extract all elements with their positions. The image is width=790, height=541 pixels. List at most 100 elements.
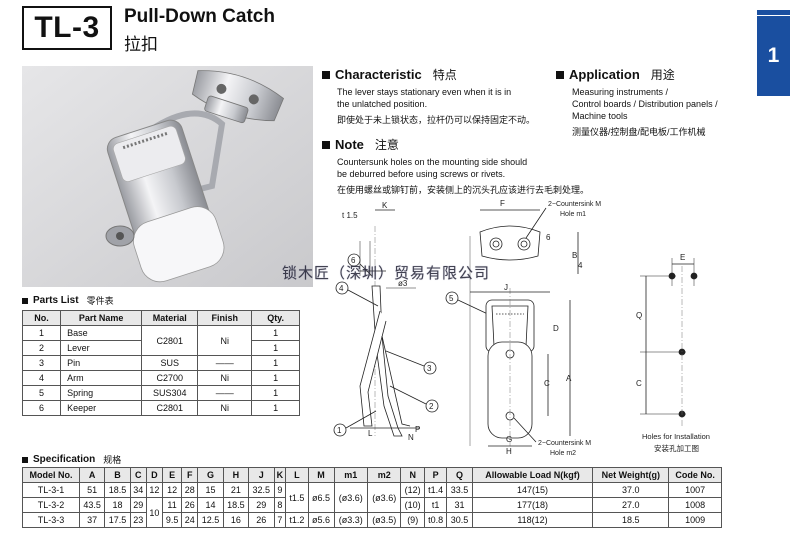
section-marker [22, 456, 28, 463]
cell: 12 [161, 482, 183, 498]
dim-t15: t 1.5 [342, 211, 358, 220]
cell-name: Pin [60, 355, 143, 371]
cell-finish: —— [197, 355, 253, 371]
dim-four: 4 [578, 261, 583, 270]
cell: ø6.5 [307, 482, 335, 513]
cell-name: Arm [60, 370, 143, 386]
col-header: P [423, 467, 448, 483]
note-line: Countersunk holes on the mounting side s… [337, 157, 528, 167]
cell: 18.5 [222, 497, 250, 513]
cell: (12) [400, 482, 425, 498]
cell: 34 [129, 482, 147, 498]
cell: 30.5 [446, 512, 473, 528]
application-line: Measuring instruments / [572, 87, 669, 97]
col-header: m2 [366, 467, 402, 483]
cell-qty: 1 [251, 355, 300, 371]
section-marker [322, 70, 330, 79]
characteristic-text: The lever stays stationary even when it … [337, 86, 557, 126]
product-photo [22, 66, 313, 287]
dim-h: H [506, 447, 512, 456]
product-title-en: Pull-Down Catch [124, 6, 275, 27]
cell-qty: 1 [251, 325, 300, 341]
application-line: Control boards / Distribution panels / [572, 99, 718, 109]
part-callout-3: 3 [423, 361, 437, 375]
cell-name: Spring [60, 385, 143, 401]
table-row: 1 Base C2801 Ni 1 [21, 325, 300, 356]
col-header: Material [141, 310, 199, 326]
cell: 33.5 [446, 482, 473, 498]
cell: (9) [400, 512, 425, 528]
svg-text:2: 2 [429, 402, 434, 411]
note-title-cn: 注意 [374, 138, 399, 152]
front-view [469, 225, 541, 446]
col-header: Code No. [668, 467, 722, 483]
col-header: A [78, 467, 106, 483]
section-marker [22, 297, 28, 304]
table-row: TL-3-1 51 18.5 34 12 12 28 15 21 32.5 9 … [22, 482, 722, 513]
chapter-bar [757, 10, 790, 15]
svg-text:4: 4 [339, 284, 344, 293]
parts-list-title-cn: 零件表 [86, 296, 114, 306]
cell: 1009 [668, 512, 722, 528]
cell: 43.5 [78, 497, 106, 513]
cell: 1007 [668, 482, 722, 498]
table-row: TL-3-3 37 17.5 23 9.5 24 12.5 16 26 7 t1… [22, 512, 722, 528]
cell: 37.0 [592, 482, 670, 498]
col-header: Allowable Load N(kgf) [471, 467, 594, 483]
cell: 29 [248, 497, 275, 513]
cell-qty: 1 [251, 340, 300, 356]
cell: 11 [161, 497, 183, 513]
cell: 14 [197, 497, 224, 513]
cell: 15 [197, 482, 224, 498]
product-title-cn: 拉扣 [124, 35, 158, 54]
part-callout-6: 6 [347, 253, 361, 267]
characteristic-line: the unlatched position. [337, 99, 428, 109]
cell-qty: 1 [251, 370, 300, 386]
dim-d: D [553, 324, 559, 333]
dim-g: G [506, 435, 512, 444]
cell: (ø3.5) [366, 512, 402, 528]
cell: 12.5 [197, 512, 224, 528]
cell-name: Base [60, 325, 143, 341]
cell: t1.5 [285, 482, 309, 513]
specification-table: Model No. A B C D E F G H J K L M m1 m2 … [22, 467, 722, 528]
col-header: M [307, 467, 335, 483]
dim-p: P [415, 425, 420, 434]
cell: 51 [78, 482, 106, 498]
cell: 29 [129, 497, 147, 513]
dim-n: N [408, 433, 414, 442]
cell-material: C2801 [141, 325, 199, 356]
application-text: Measuring instruments / Control boards /… [572, 86, 752, 138]
cell-finish: Ni [197, 370, 253, 386]
cell: 9.5 [161, 512, 183, 528]
col-header: K [273, 467, 287, 483]
svg-text:6: 6 [351, 256, 356, 265]
dim-f: F [500, 199, 505, 208]
application-line: Machine tools [572, 111, 628, 121]
cell: 31 [446, 497, 473, 513]
section-marker [322, 140, 330, 149]
company-watermark: 锁木匠（深圳）贸易有限公司 [282, 264, 491, 282]
section-marker [556, 70, 564, 79]
cell-material: C2801 [141, 400, 199, 416]
cell: 32.5 [248, 482, 275, 498]
dim-q: Q [636, 311, 642, 320]
cell: 1008 [668, 497, 722, 513]
part-callout-1: 1 [333, 423, 347, 437]
cell-name: Keeper [60, 400, 143, 416]
note-cn: 在使用螺丝或铆钉前，安装侧上的沉头孔应该进行去毛刺处理。 [337, 185, 590, 195]
holes-label-cn: 安装孔加工图 [654, 443, 699, 453]
svg-text:5: 5 [449, 294, 454, 303]
cell: (ø3.6) [366, 482, 402, 513]
cell: 118(12) [471, 512, 594, 528]
cell: 23 [129, 512, 147, 528]
parts-list-heading: Parts List 零件表 [22, 294, 114, 307]
cell: (ø3.6) [333, 482, 368, 513]
specification-title: Specification [33, 454, 96, 465]
specification-heading: Specification 规格 [22, 453, 121, 466]
cell: 177(18) [471, 497, 594, 513]
dim-six: 6 [546, 233, 551, 242]
cell: 27.0 [592, 497, 670, 513]
parts-list-title: Parts List [33, 295, 79, 306]
model-code-box: TL-3 [22, 6, 112, 50]
